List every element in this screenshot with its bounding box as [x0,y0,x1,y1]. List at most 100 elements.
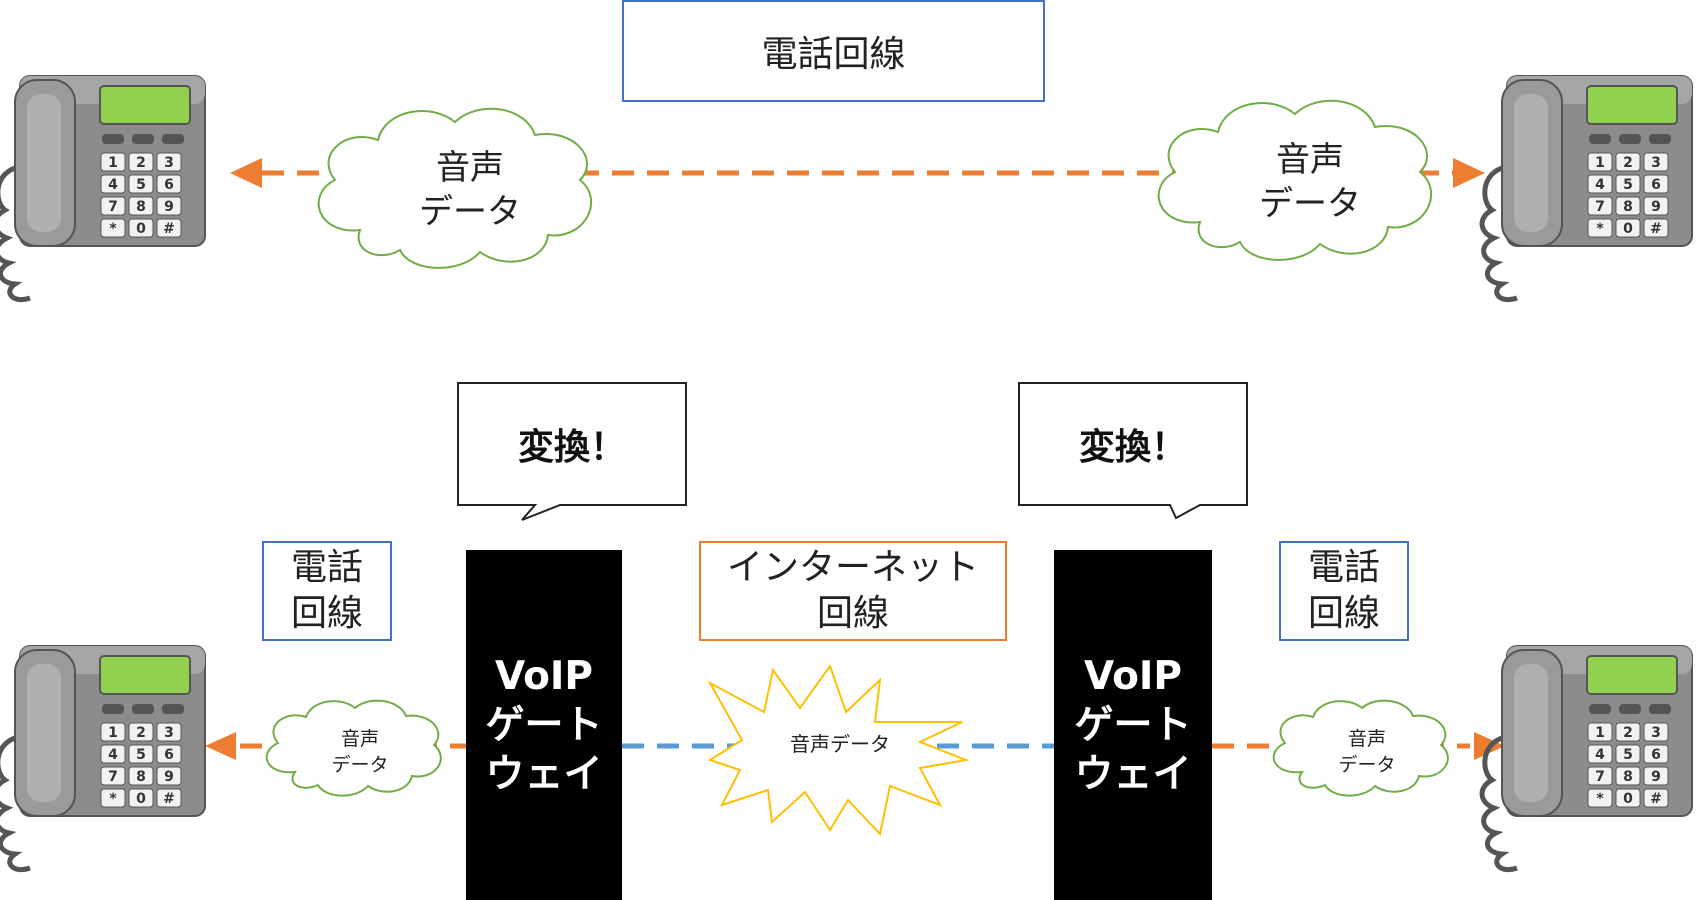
phone-key [128,744,154,764]
phone-key [1643,722,1669,742]
voip-gateway-left: VoIP ゲート ウェイ [466,550,622,900]
phone-key-label: 7 [1595,199,1605,215]
top-cloud-right [1157,99,1432,261]
phone-key-label: 1 [108,725,118,741]
phone-key-label: # [1650,221,1662,237]
phone-key-label: # [1650,791,1662,807]
phone-key [100,174,126,194]
phone-key-label: 0 [136,791,146,807]
phone-key-label: 4 [1595,177,1605,193]
phone-key-label: 7 [108,199,118,215]
phone-key-label: 9 [164,769,174,785]
phone-key [1587,744,1613,764]
bottom-cloud-left [265,699,442,797]
phone-key-label: 3 [164,725,174,741]
phone-key-label: 9 [1651,769,1661,785]
phone-line-label: 電話回線 [622,0,1045,102]
phone-key-label: 3 [1651,725,1661,741]
phone-key-label: 8 [1623,769,1633,785]
internet-line-label: インターネット 回線 [699,541,1007,641]
phone-key-label: * [109,221,117,237]
top-cloud-right-label: 音声 データ [1259,140,1361,224]
phone-key [1643,788,1669,808]
phone-key-label: * [109,791,117,807]
phone-key-label: 2 [136,725,146,741]
top-arrow-left [230,158,262,188]
phone-key-label: 4 [108,747,118,763]
phone-key [156,152,182,172]
phone-key [128,722,154,742]
phone-key [100,744,126,764]
phone-key-label: 8 [136,769,146,785]
phone-line-label-text: 電話回線 [761,34,906,75]
phone-key [1615,766,1641,786]
phone-key-label: 1 [1595,725,1605,741]
phone-key [1615,722,1641,742]
phone-key [1615,218,1641,238]
phone-key [128,218,154,238]
phone-key-label: 6 [164,747,174,763]
burst-shape [707,663,970,837]
phone-key-label: 9 [164,199,174,215]
phone-key [1615,174,1641,194]
phone-key [156,766,182,786]
phone-key [156,218,182,238]
phone-key [128,196,154,216]
phone-key [128,766,154,786]
phone-key [1587,722,1613,742]
phone-key-label: 5 [136,177,146,193]
phone-key-label: 1 [1595,155,1605,171]
phone-key [156,174,182,194]
phone-key-label: 4 [1595,747,1605,763]
phone-key [1615,788,1641,808]
phone-key-label: 6 [1651,747,1661,763]
phone-key-label: 0 [136,221,146,237]
phone-key-label: 6 [1651,177,1661,193]
phone-key [1587,788,1613,808]
phone-key-label: 5 [1623,747,1633,763]
bottom-cloud-right [1272,699,1449,797]
phone-key-label: # [163,791,175,807]
phone-key-label: 5 [136,747,146,763]
phone-key-label: 8 [1623,199,1633,215]
bubble-left-shape [457,382,687,521]
phone-line-left: 電話 回線 [262,541,392,641]
phone-key [1615,152,1641,172]
phone-key [1643,218,1669,238]
phone-key [1643,152,1669,172]
bottom-cloud-left-label: 音声 データ [331,728,389,776]
top-cloud-left [317,107,592,269]
phone-key-label: 8 [136,199,146,215]
phone-key-label: 2 [1623,155,1633,171]
phone-key [1643,174,1669,194]
phone-key-label: 9 [1651,199,1661,215]
phone-key [1643,766,1669,786]
phone-key [100,152,126,172]
voip-gateway-right: VoIP ゲート ウェイ [1054,550,1212,900]
convert-bubble-left: 変換！ [517,427,626,468]
phone-key-label: * [1596,791,1604,807]
phone-key [1587,152,1613,172]
phone-key [1643,196,1669,216]
phone-key [100,722,126,742]
phone-key [1587,174,1613,194]
phone-key [1615,196,1641,216]
phone-key-label: 4 [108,177,118,193]
phone-key-label: 7 [108,769,118,785]
phone-key-label: # [163,221,175,237]
phone-key-label: * [1596,221,1604,237]
bottom-cloud-right-label: 音声 データ [1338,728,1396,776]
phone-key [100,766,126,786]
phone-key [156,722,182,742]
phone-key-label: 3 [164,155,174,171]
phone-key [128,174,154,194]
phone-key-label: 7 [1595,769,1605,785]
top-cloud-left-label: 音声 データ [419,148,521,232]
phone-key-label: 2 [1623,725,1633,741]
phone-key-label: 5 [1623,177,1633,193]
phone-key-label: 2 [136,155,146,171]
